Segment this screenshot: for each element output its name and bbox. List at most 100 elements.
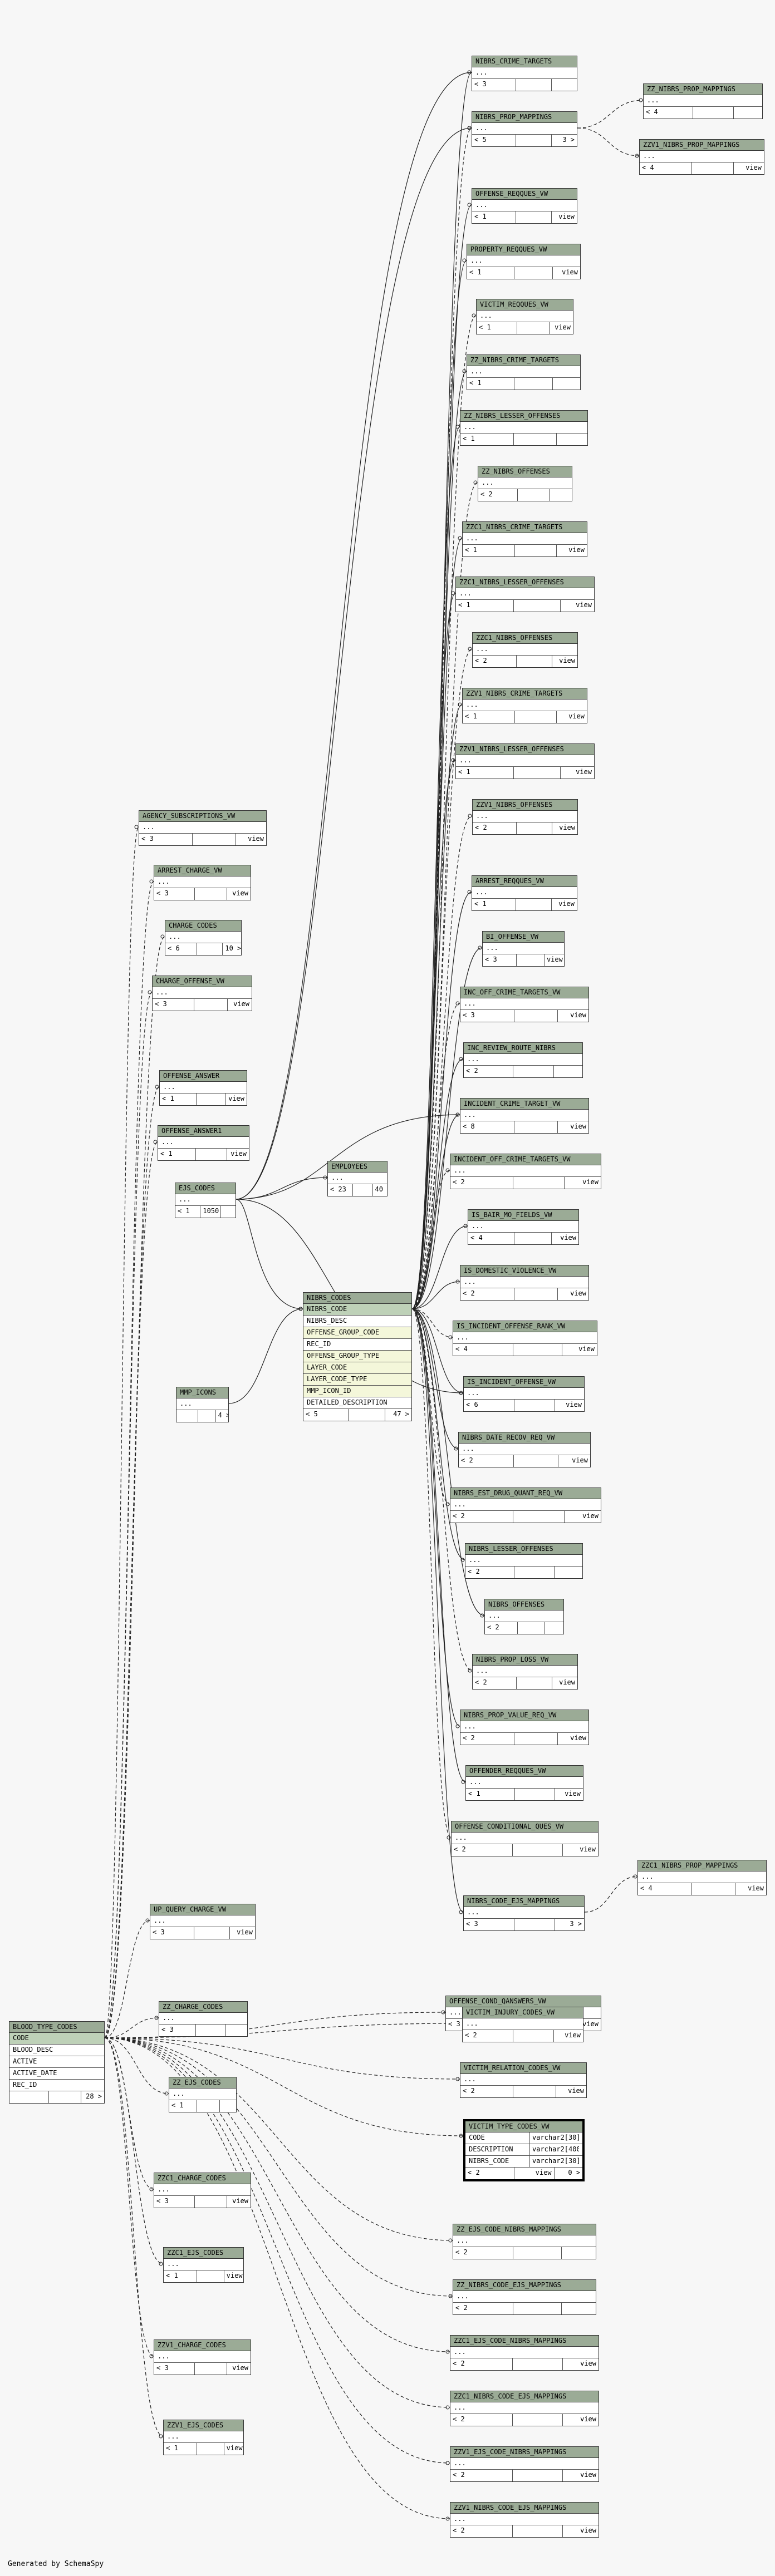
table-title[interactable]: NIBRS_PROP_LOSS_VW	[473, 1654, 577, 1666]
child-count[interactable]	[349, 1409, 386, 1421]
column-row[interactable]: CODE	[9, 2033, 104, 2045]
table-title[interactable]: ZZC1_EJS_CODES	[164, 2248, 243, 2259]
column-row[interactable]: ...	[153, 987, 252, 999]
column-row[interactable]: ...	[460, 2074, 586, 2086]
table-title[interactable]: CHARGE_OFFENSE_VW	[153, 976, 252, 987]
parent-count[interactable]: < 5	[303, 1409, 349, 1421]
row-count[interactable]: view	[226, 2444, 243, 2452]
parent-count[interactable]: < 23	[328, 1184, 353, 1196]
child-count[interactable]	[515, 545, 557, 556]
parent-count[interactable]: < 2	[453, 2303, 513, 2314]
parent-count[interactable]: < 1	[463, 711, 515, 723]
table-title[interactable]: INCIDENT_OFF_CRIME_TARGETS_VW	[450, 1154, 601, 1165]
table-title[interactable]: OFFENSE_COND_QANSWERS_VW	[446, 1996, 601, 2007]
table-title[interactable]: ZZV1_NIBRS_OFFENSES	[473, 800, 577, 811]
child-count[interactable]	[692, 1883, 735, 1895]
table-title[interactable]: ZZV1_NIBRS_CODE_EJS_MAPPINGS	[450, 2503, 599, 2514]
child-count[interactable]	[195, 2196, 228, 2208]
row-count[interactable]	[553, 378, 580, 390]
parent-count[interactable]: < 1	[160, 1094, 197, 1105]
table-title[interactable]: ZZC1_NIBRS_OFFENSES	[473, 633, 577, 644]
table-title[interactable]: IS_BAIR_MO_FIELDS_VW	[468, 1210, 578, 1221]
child-count[interactable]	[513, 2086, 556, 2097]
table-title[interactable]: NIBRS_DATE_RECOV_REQ_VW	[459, 1432, 590, 1444]
parent-count[interactable]: < 3	[154, 2196, 195, 2208]
child-count[interactable]	[517, 322, 550, 334]
column-row[interactable]: MMP_ICON_ID	[303, 1386, 411, 1397]
column-row[interactable]: ...	[164, 2259, 243, 2270]
child-count[interactable]	[513, 2414, 563, 2426]
column-row[interactable]: REC_ID	[9, 2080, 104, 2091]
parent-count[interactable]: < 2	[450, 1177, 514, 1189]
row-count[interactable]: view	[582, 1512, 599, 1520]
table-title[interactable]: NIBRS_CODE_EJS_MAPPINGS	[464, 1896, 584, 1907]
table-title[interactable]: EMPLOYEES	[328, 1161, 387, 1173]
column-row[interactable]: ...	[465, 1555, 582, 1567]
parent-count[interactable]: < 1	[466, 1789, 516, 1800]
column-row[interactable]: ACTIVE_DATE	[9, 2068, 104, 2080]
parent-count[interactable]: < 1	[456, 767, 514, 779]
row-count[interactable]: view	[248, 835, 264, 843]
child-count[interactable]	[513, 1177, 565, 1189]
table-title[interactable]: VICTIM_INJURY_CODES_VW	[463, 2007, 583, 2018]
parent-count[interactable]: < 3	[472, 79, 516, 91]
table-title[interactable]: BLOOD_TYPE_CODES	[9, 2022, 104, 2033]
column-row[interactable]: ...	[450, 2514, 599, 2525]
table-title[interactable]: ZZC1_NIBRS_CODE_EJS_MAPPINGS	[450, 2391, 599, 2402]
child-count[interactable]	[197, 943, 223, 955]
column-row[interactable]: ...	[463, 2018, 583, 2030]
table-zz-nibrs-crime-targets[interactable]: ZZ_NIBRS_CRIME_TARGETS...< 1	[467, 354, 581, 390]
parent-count[interactable]: < 2	[478, 489, 518, 501]
column-row[interactable]: ...	[164, 2431, 243, 2443]
row-count[interactable]: view	[576, 601, 592, 609]
child-count[interactable]	[196, 1149, 227, 1160]
child-count[interactable]	[516, 135, 552, 146]
table-title[interactable]: NIBRS_CODES	[303, 1293, 411, 1304]
table-title[interactable]: ZZC1_EJS_CODE_NIBRS_MAPPINGS	[450, 2336, 599, 2347]
parent-count[interactable]: < 3	[159, 2025, 197, 2036]
row-count[interactable]: view	[228, 1095, 244, 1102]
child-count[interactable]	[518, 1622, 545, 1634]
column-row[interactable]: ...	[472, 887, 577, 899]
row-count[interactable]	[226, 2025, 247, 2036]
parent-count[interactable]: < 1	[456, 600, 514, 612]
table-title[interactable]: ZZ_NIBRS_CODE_EJS_MAPPINGS	[453, 2280, 596, 2291]
child-count[interactable]	[514, 767, 561, 779]
child-count[interactable]	[515, 1789, 555, 1800]
row-count[interactable]: view	[559, 824, 575, 831]
child-count[interactable]	[514, 1121, 558, 1133]
child-count[interactable]	[513, 2525, 563, 2537]
table-zz-nibrs-code-ejs-mappings[interactable]: ZZ_NIBRS_CODE_EJS_MAPPINGS...< 2	[453, 2279, 596, 2315]
child-count[interactable]	[517, 1677, 552, 1689]
table-title[interactable]: ZZC1_CHARGE_CODES	[154, 2173, 251, 2184]
row-count[interactable]: view	[580, 2415, 596, 2423]
table-title[interactable]: NIBRS_OFFENSES	[485, 1599, 563, 1610]
column-row[interactable]: ...	[472, 123, 577, 135]
column-row[interactable]: ...	[450, 1499, 601, 1511]
column-row[interactable]: ...	[463, 700, 587, 711]
child-count[interactable]	[514, 1567, 555, 1578]
column-row[interactable]: LAYER_CODE_TYPE	[303, 1374, 411, 1386]
parent-count[interactable]: < 5	[472, 135, 516, 146]
child-count[interactable]: 1050 >	[200, 1206, 222, 1218]
child-count[interactable]	[194, 999, 228, 1011]
child-count[interactable]	[693, 107, 734, 119]
child-count[interactable]	[198, 1410, 216, 1422]
table-title[interactable]: VICTIM_TYPE_CODES_VW	[465, 2121, 582, 2132]
child-count[interactable]	[196, 2025, 227, 2036]
child-count[interactable]	[197, 2100, 220, 2112]
parent-count[interactable]: < 4	[453, 1344, 514, 1356]
column-row[interactable]: OFFENSE_GROUP_CODE	[303, 1327, 411, 1339]
